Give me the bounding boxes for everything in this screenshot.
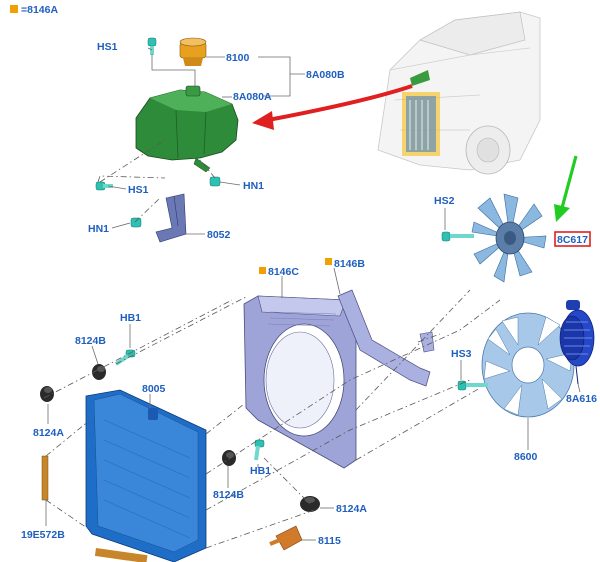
locator-arrow-icon	[267, 84, 413, 122]
mount-8124a-left	[40, 386, 54, 402]
fan-shroud	[243, 295, 357, 469]
label-guard-8600: 8600	[514, 451, 538, 463]
legend-square-icon	[10, 5, 18, 13]
fan-clutch	[559, 300, 595, 385]
legend-text: =8146A	[21, 4, 58, 16]
tank-bracket	[155, 193, 187, 243]
fan-shield	[337, 289, 435, 387]
cooling-fan	[471, 193, 547, 283]
nut-hn1-left	[130, 217, 142, 228]
label-part-8115: 8115	[318, 535, 341, 547]
label-mount-8124a-bottom: 8124A	[336, 503, 367, 515]
label-mount-8124b-bottom: 8124B	[213, 489, 244, 501]
seal-strip	[41, 455, 49, 501]
mount-8124a-bottom	[300, 496, 320, 512]
shroud-legend-marker	[259, 267, 266, 274]
label-hs1-top: HS1	[97, 41, 118, 53]
radiator	[85, 389, 207, 562]
label-hs2: HS2	[434, 195, 455, 207]
screw-hs1-mid	[95, 181, 113, 191]
bolt-hs2	[441, 231, 474, 242]
callout-arrowhead	[554, 204, 570, 222]
bolt-hb1-bottom	[254, 439, 265, 461]
label-shield-8146b: 8146B	[334, 258, 365, 270]
label-bracket-8a080b: 8A080B	[306, 69, 345, 81]
label-fan-8c617: 8C617	[557, 234, 588, 246]
shield-legend-marker	[325, 258, 332, 265]
label-tank-8a080a: 8A080A	[233, 91, 272, 103]
nut-hn1-right	[209, 176, 221, 187]
coolant-tank	[135, 85, 239, 173]
label-seal-19e572b: 19E572B	[21, 529, 65, 541]
label-radiator-8005: 8005	[142, 383, 166, 395]
locator-arrowhead	[252, 111, 274, 130]
label-hn1-right: HN1	[243, 180, 264, 192]
label-cap-8100: 8100	[226, 52, 250, 64]
fan-highlight-box	[554, 231, 591, 247]
label-clutch-8a616: 8A616	[566, 393, 597, 405]
lower-strip	[94, 548, 148, 562]
callout-arrow-icon	[560, 155, 578, 209]
part-8115	[269, 525, 303, 551]
label-mount-8124b-top: 8124B	[75, 335, 106, 347]
label-mount-8124a-left: 8124A	[33, 427, 64, 439]
label-hn1-left: HN1	[88, 223, 109, 235]
label-hb1-top: HB1	[120, 312, 141, 324]
label-hb1-bottom: HB1	[250, 465, 271, 477]
bolt-hs3	[457, 380, 488, 391]
radiator-cap	[179, 37, 207, 66]
label-shroud-8146c: 8146C	[268, 266, 299, 278]
mount-8124b-bottom	[222, 450, 236, 466]
screw-hs1-top	[147, 37, 157, 55]
vehicle-locator-image	[377, 11, 541, 175]
fan-guard	[481, 312, 575, 418]
label-hs1-mid: HS1	[128, 184, 149, 196]
mount-8124b-top	[92, 364, 106, 380]
label-hs3: HS3	[451, 348, 472, 360]
label-bracket-8052: 8052	[207, 229, 231, 241]
